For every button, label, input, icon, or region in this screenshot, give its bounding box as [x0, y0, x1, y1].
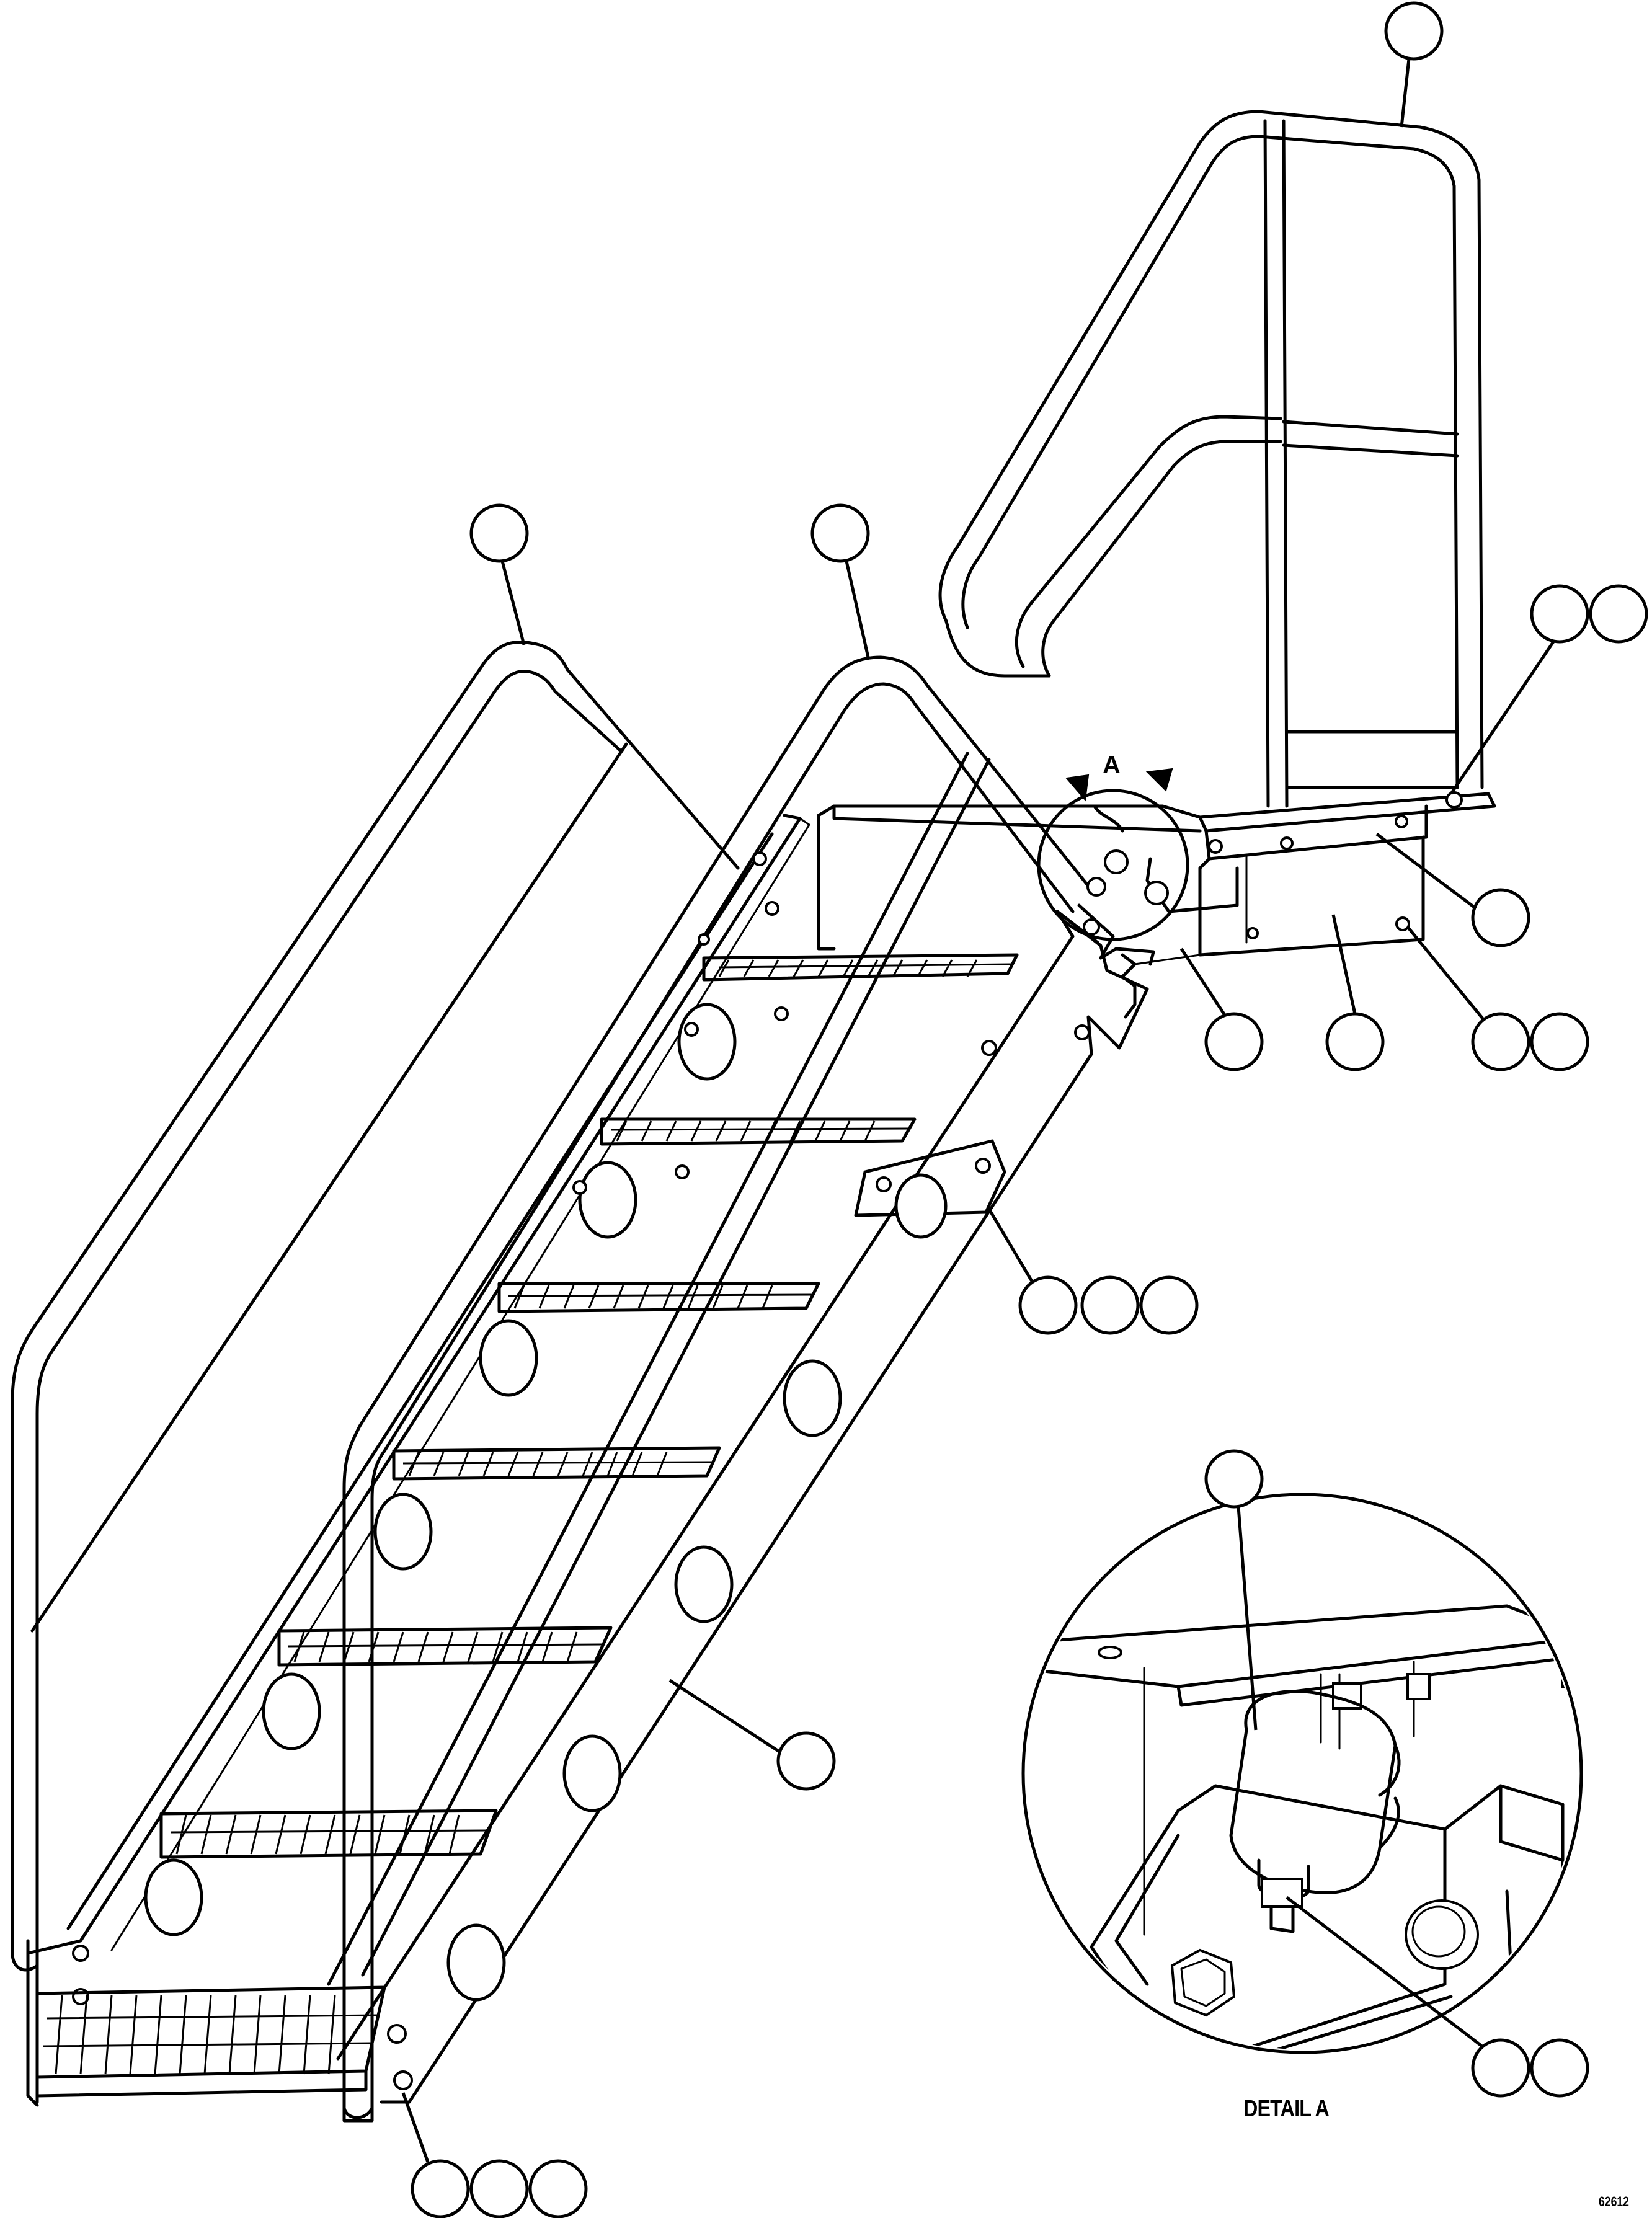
upper-platform-handrail [938, 110, 1484, 808]
detail-a-label: A [1103, 752, 1121, 779]
stair-treads [35, 953, 1019, 2123]
detail-a-view [1021, 1493, 1583, 2054]
detail-a-callout [1037, 768, 1189, 960]
detail-a-caption: DETAIL A [1243, 2096, 1330, 2122]
left-stringer [26, 814, 810, 2107]
right-stringer [336, 910, 1149, 2104]
left-stringer-holes [144, 1003, 789, 1936]
callouts [401, 1, 1648, 2218]
left-handrail [11, 640, 740, 1972]
right-handrail [327, 655, 1093, 2119]
upper-platform-base [817, 791, 1496, 1019]
figure-number: 62612 [1599, 2194, 1629, 2209]
